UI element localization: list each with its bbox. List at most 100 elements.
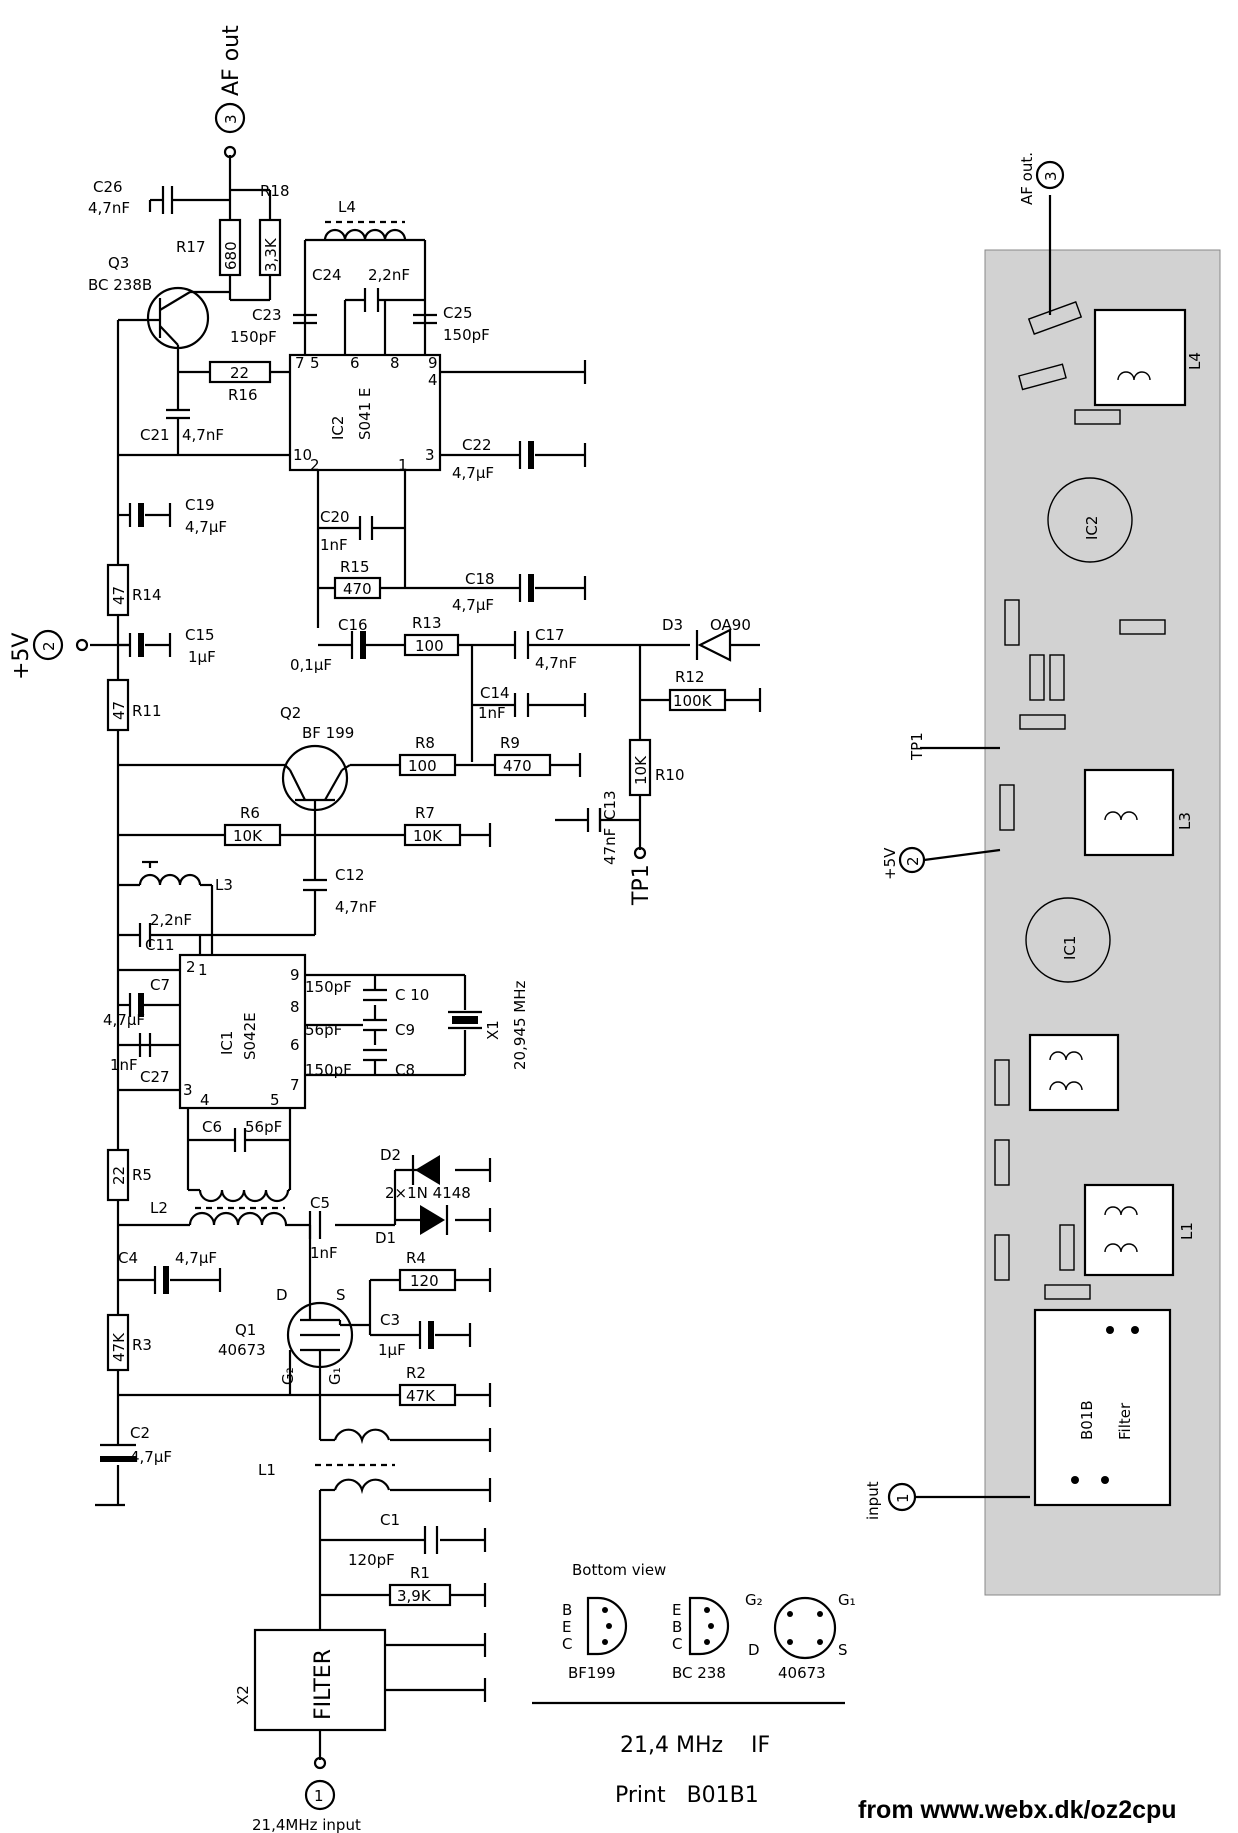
q1-mosfet — [286, 1301, 354, 1369]
r5-body — [106, 1148, 130, 1202]
r7-label: R7 — [415, 804, 435, 822]
l4-label: L4 — [338, 198, 356, 216]
bf199-pin-e: E — [562, 1618, 571, 1636]
c23-value: 150pF — [230, 328, 277, 346]
bf199-pin-c: C — [562, 1635, 572, 1653]
c9-label: C9 — [395, 1021, 415, 1039]
c21-value: 4,7nF — [182, 426, 224, 444]
r15-value: 470 — [343, 580, 372, 598]
c2-value: 4,7µF — [130, 1448, 172, 1466]
ic1-pin7: 7 — [290, 1076, 300, 1094]
source-credit: from www.webx.dk/oz2cpu — [858, 1796, 1177, 1824]
x1-label: X1 — [484, 1020, 502, 1040]
r14-body — [106, 563, 130, 617]
r10-body — [628, 738, 652, 797]
r1-value: 3,9K — [397, 1587, 432, 1605]
r17-label: R17 — [176, 238, 206, 256]
q1-gate2-pin: G₂ — [279, 1367, 297, 1385]
r10-label: R10 — [655, 766, 685, 784]
ic2-body — [288, 353, 442, 472]
diodes-value: 2×1N 4148 — [385, 1184, 471, 1202]
c9-value: 56pF — [305, 1021, 342, 1039]
ic1-pin3: 3 — [183, 1081, 193, 1099]
q2-transistor — [281, 744, 351, 812]
bc238-pin-c: C — [672, 1635, 682, 1653]
r2-label: R2 — [406, 1364, 426, 1382]
input-label: 21,4MHz input — [252, 1816, 361, 1833]
pcb-terminal-2: 2 — [904, 856, 922, 866]
r2-value: 47K — [406, 1387, 436, 1405]
pcb-l4-label: L4 — [1186, 352, 1204, 370]
bc238-pin-b: B — [672, 1618, 682, 1636]
c7-label: C7 — [150, 976, 170, 994]
plus5v-label: +5V — [9, 633, 34, 680]
r13-body — [403, 633, 460, 657]
r6-label: R6 — [240, 804, 260, 822]
tp1-label: TP1 — [629, 864, 654, 906]
r10-value: 10K — [632, 755, 650, 785]
c4-label: C4 — [118, 1249, 138, 1267]
r13-label: R13 — [412, 614, 442, 632]
ic1-body — [178, 953, 307, 1110]
c1-value: 120pF — [348, 1551, 395, 1569]
print-code: Print B01B1 — [615, 1783, 759, 1808]
c18-label: C18 — [465, 570, 495, 588]
l1-label: L1 — [258, 1461, 276, 1479]
c20-label: C20 — [320, 508, 350, 526]
ic2-pin4: 4 — [428, 371, 438, 389]
pinout-diagrams — [532, 1596, 845, 1705]
ic1-pin5: 5 — [270, 1091, 280, 1109]
r7-value: 10K — [413, 827, 443, 845]
r4-body — [398, 1268, 457, 1292]
r9-value: 470 — [503, 757, 532, 775]
q1-drain-pin: D — [276, 1286, 288, 1304]
r16-value: 22 — [230, 364, 249, 382]
r4-value: 120 — [410, 1272, 439, 1290]
c5-value: 1nF — [310, 1244, 338, 1262]
q1-label: Q1 — [235, 1321, 256, 1339]
ic1-pin4: 4 — [200, 1091, 210, 1109]
r18-value: 3,3K — [262, 237, 280, 272]
r3-label: R3 — [132, 1336, 152, 1354]
c11-label: C11 — [145, 936, 175, 954]
r9-body — [493, 753, 552, 777]
l3-label: L3 — [215, 876, 233, 894]
l2-label: L2 — [150, 1199, 168, 1217]
ic1-pin6: 6 — [290, 1036, 300, 1054]
r6-body — [223, 823, 282, 847]
r18-label: R18 — [260, 182, 290, 200]
c17-value: 4,7nF — [535, 654, 577, 672]
c5-label: C5 — [310, 1194, 330, 1212]
ic1-type: S042E — [241, 1012, 259, 1060]
r5-value: 22 — [110, 1166, 128, 1185]
af-out-label: AF out — [219, 25, 244, 96]
c13-label: C13 — [601, 790, 619, 820]
r11-label: R11 — [132, 702, 162, 720]
r1-body — [388, 1583, 452, 1607]
pcb-plus5v-label: +5V — [881, 847, 899, 880]
c24-value: 2,2nF — [368, 266, 410, 284]
r16-label: R16 — [228, 386, 258, 404]
40673-pin-g2: G₂ — [745, 1591, 763, 1609]
terminal-1-number: 1 — [314, 1787, 324, 1805]
c19-label: C19 — [185, 496, 215, 514]
r16-body — [208, 360, 272, 384]
c18-value: 4,7µF — [452, 596, 494, 614]
40673-pin-g1: G₁ — [838, 1591, 856, 1609]
inductors — [138, 220, 407, 1495]
terminal-3-number: 3 — [222, 114, 240, 124]
ground-ticks — [148, 200, 762, 1702]
c8-label: C8 — [395, 1061, 415, 1079]
bc238-pin-e: E — [672, 1601, 681, 1619]
c22-label: C22 — [462, 436, 492, 454]
pcb-ic1-label: IC1 — [1061, 936, 1079, 960]
ic1-label: IC1 — [218, 1031, 236, 1055]
c8-value: 150pF — [305, 1061, 352, 1079]
pcb-filter-word: Filter — [1116, 1402, 1134, 1440]
q1-gate1-pin: G₁ — [326, 1367, 344, 1385]
r11-value: 47 — [110, 701, 128, 720]
r14-label: R14 — [132, 586, 162, 604]
labels: AF out 3 C26 4,7nF R18 R17 680 3,3K L4 Q… — [9, 25, 1204, 1833]
ic2-pin9: 9 — [428, 354, 438, 372]
